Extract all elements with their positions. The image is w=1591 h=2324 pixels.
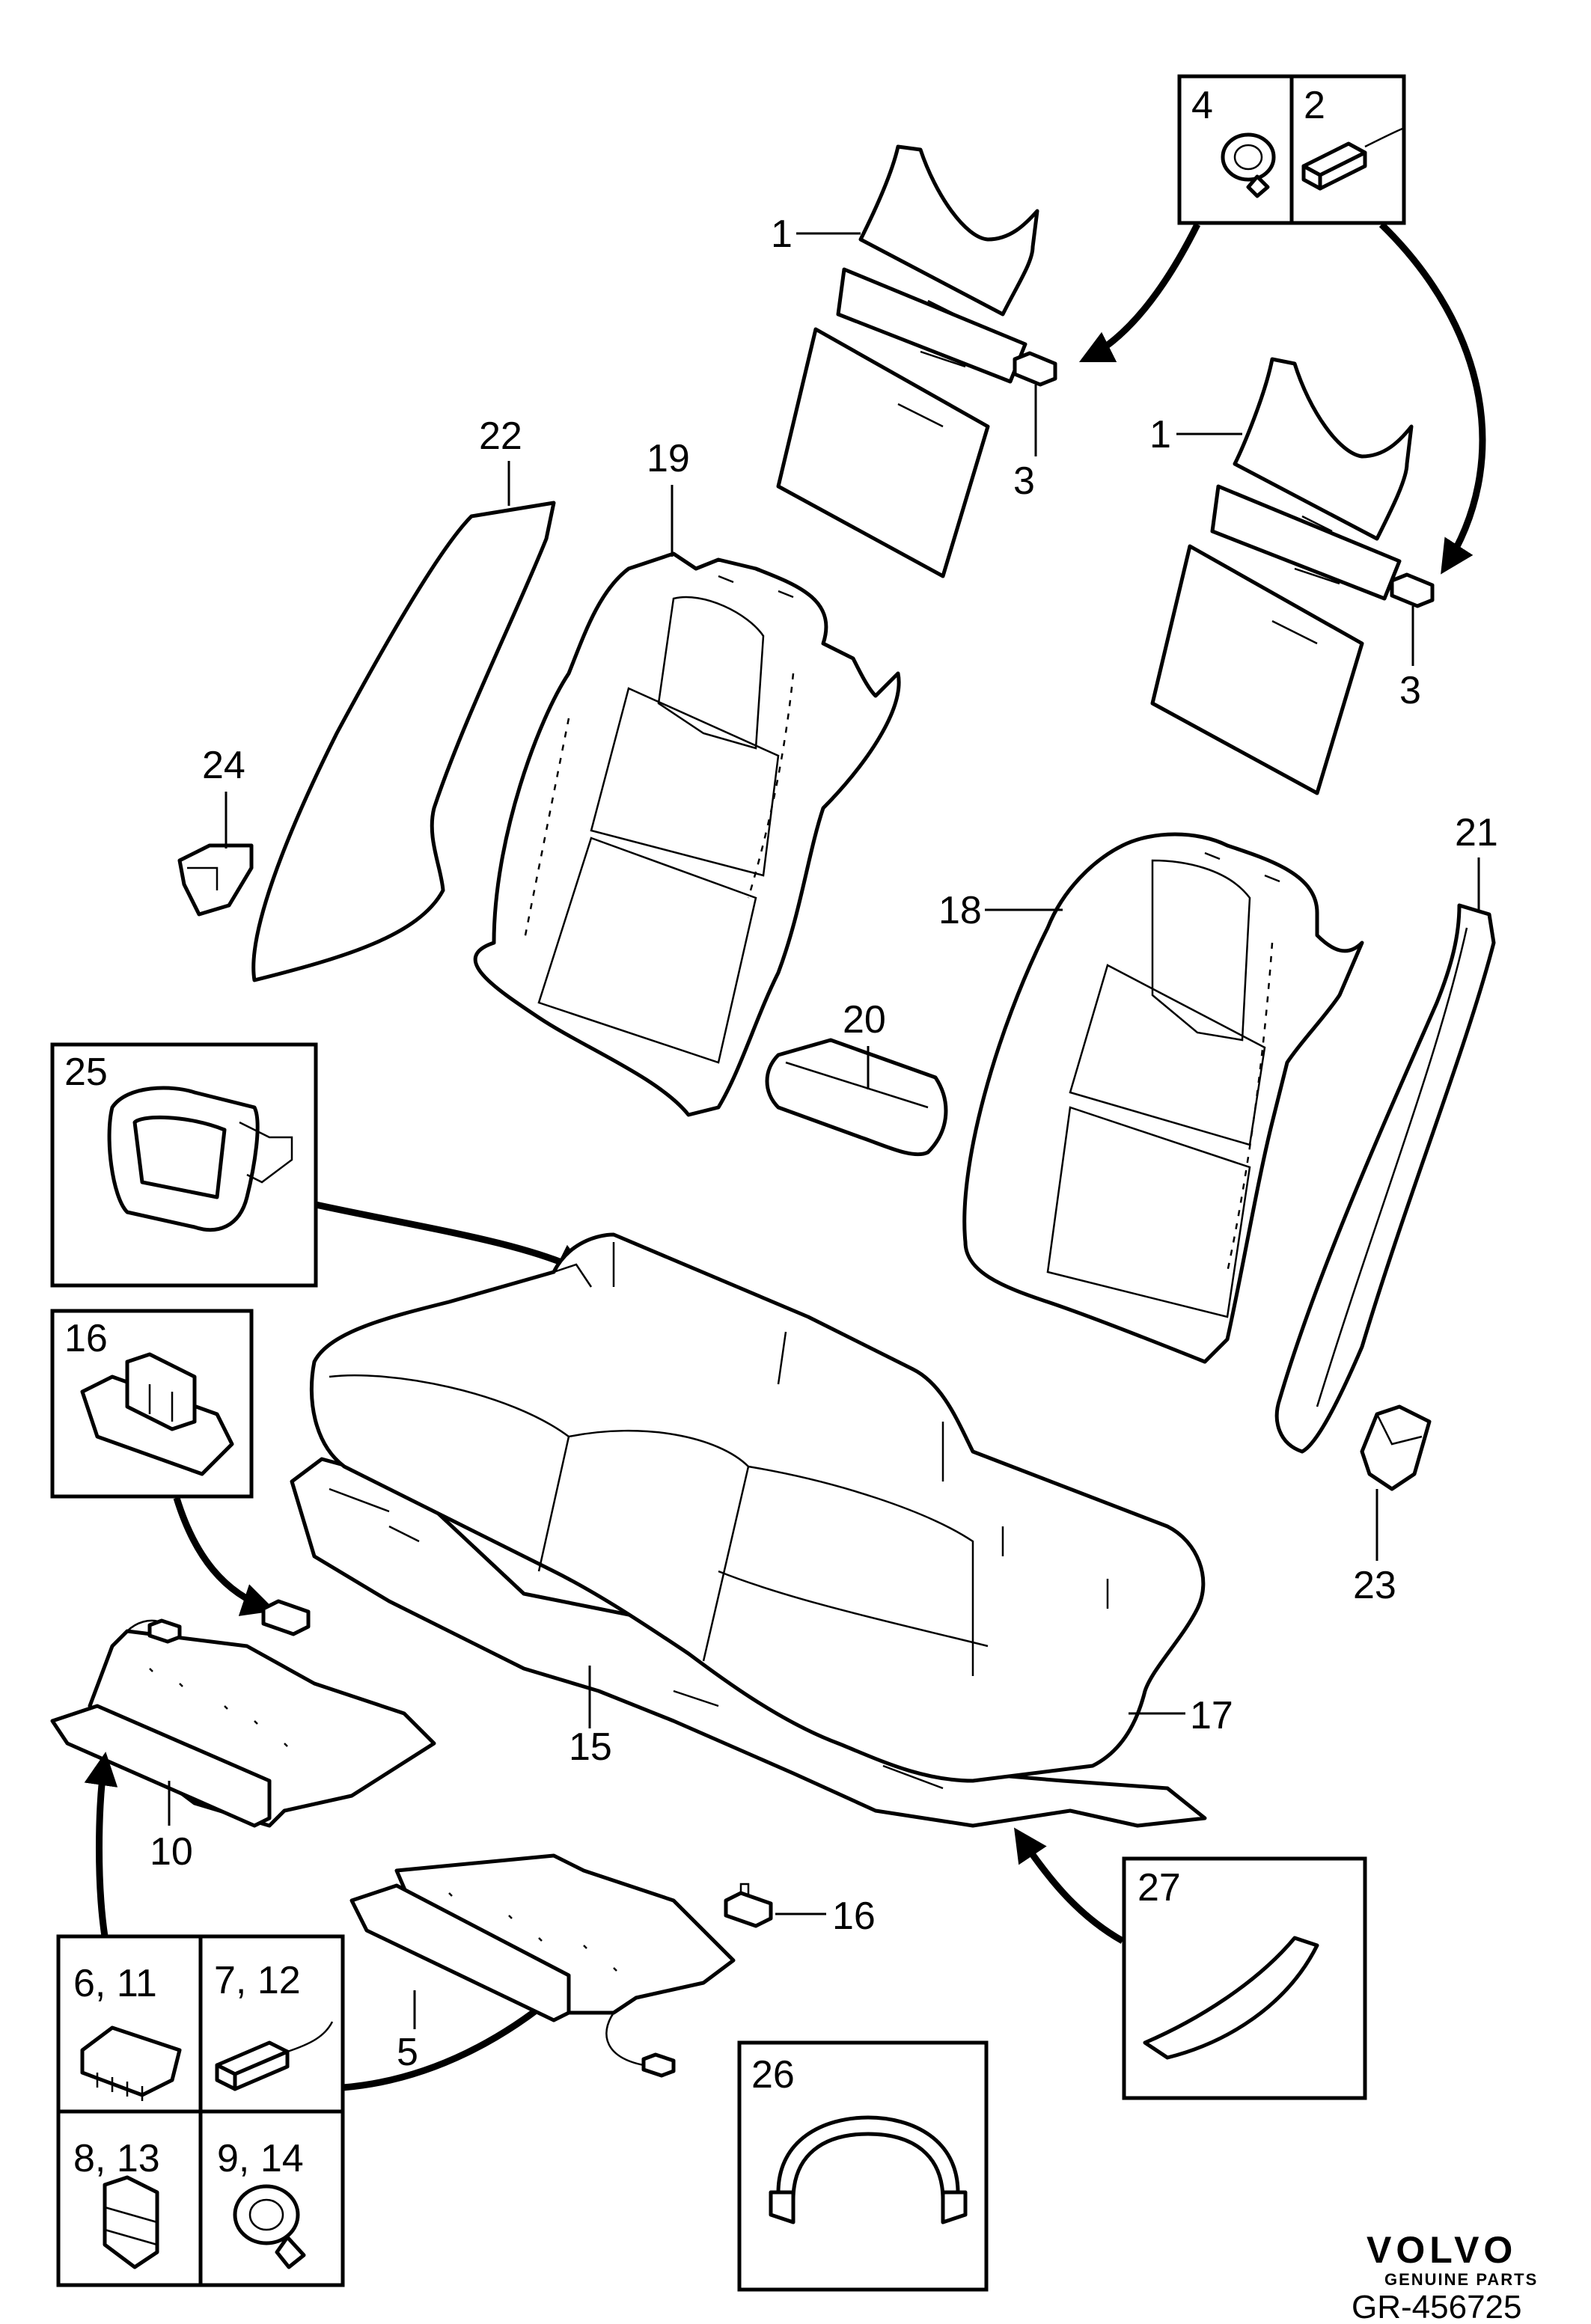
connector-icon bbox=[1301, 127, 1403, 191]
inset-4-2: 4 2 bbox=[1177, 74, 1406, 225]
callout-21: 21 bbox=[1455, 811, 1498, 854]
callout-27: 27 bbox=[1137, 1866, 1181, 1909]
callout-23: 23 bbox=[1353, 1564, 1396, 1607]
callout-6-11: 6, 11 bbox=[73, 1962, 157, 2005]
brand-name: VOLVO bbox=[1366, 2229, 1517, 2271]
heating-pad-right bbox=[1150, 357, 1435, 795]
heating-pad-5 bbox=[349, 1853, 736, 2078]
seat-frame-15 bbox=[290, 1457, 1207, 1828]
backrest-19 bbox=[473, 551, 901, 1117]
callout-25: 25 bbox=[64, 1051, 108, 1094]
latch-16 bbox=[724, 1883, 773, 1928]
callout-5: 5 bbox=[397, 2031, 418, 2074]
reference-number: GR-456725 bbox=[1352, 2289, 1521, 2324]
trim-ring-icon bbox=[769, 2115, 968, 2224]
armrest-20 bbox=[765, 1038, 948, 1157]
callout-24: 24 bbox=[202, 744, 245, 787]
side-panel-22 bbox=[251, 501, 556, 982]
callout-1-right: 1 bbox=[1149, 413, 1171, 456]
callout-20: 20 bbox=[843, 998, 886, 1042]
callout-18: 18 bbox=[938, 889, 982, 932]
handle-icon bbox=[107, 1086, 293, 1232]
inset-6-14: 6, 11 7, 12 8, 13 9, 14 bbox=[56, 1934, 345, 2287]
callout-10: 10 bbox=[150, 1830, 193, 1874]
callout-19: 19 bbox=[647, 437, 690, 480]
grommet-icon-9 bbox=[233, 2184, 306, 2269]
callout-15: 15 bbox=[569, 1725, 612, 1769]
clip-icon-8 bbox=[103, 2175, 159, 2269]
trim-strip-icon bbox=[1143, 1936, 1319, 2060]
clip-23 bbox=[1360, 1404, 1432, 1491]
heating-pad-left bbox=[776, 144, 1057, 578]
clip-icon bbox=[1221, 132, 1276, 198]
callout-17: 17 bbox=[1190, 1694, 1233, 1737]
inset-25: 25 bbox=[50, 1042, 318, 1288]
callout-1-left: 1 bbox=[771, 212, 793, 256]
callout-3-left: 3 bbox=[1013, 459, 1035, 503]
side-panel-21 bbox=[1274, 903, 1496, 1454]
backrest-18 bbox=[962, 832, 1364, 1364]
inset-26: 26 bbox=[737, 2040, 989, 2292]
sensor-icon bbox=[80, 2025, 182, 2101]
callout-9-14: 9, 14 bbox=[217, 2137, 304, 2180]
callout-2: 2 bbox=[1304, 84, 1325, 127]
callout-16-inset: 16 bbox=[64, 1317, 108, 1360]
callout-26: 26 bbox=[751, 2053, 795, 2097]
clip-24 bbox=[177, 843, 254, 917]
latch-16-small bbox=[261, 1599, 311, 1636]
callout-22: 22 bbox=[479, 415, 522, 458]
callout-7-12: 7, 12 bbox=[214, 1959, 301, 2002]
connector-icon-7 bbox=[215, 2021, 334, 2091]
callout-4: 4 bbox=[1191, 84, 1213, 127]
heating-pad-10 bbox=[50, 1618, 436, 1828]
connector-3-right bbox=[1390, 572, 1435, 608]
volvo-logo: VOLVO GENUINE PARTS bbox=[1366, 2229, 1538, 2289]
callout-3-right: 3 bbox=[1399, 669, 1421, 712]
inset-27: 27 bbox=[1122, 1856, 1367, 2100]
latch-icon bbox=[80, 1352, 234, 1476]
brand-tagline: GENUINE PARTS bbox=[1384, 2270, 1538, 2289]
connector-3-left bbox=[1013, 351, 1057, 387]
callout-16: 16 bbox=[832, 1895, 876, 1938]
callout-8-13: 8, 13 bbox=[73, 2137, 160, 2180]
inset-16: 16 bbox=[50, 1309, 254, 1499]
seat-cushion-17 bbox=[309, 1232, 1206, 1783]
